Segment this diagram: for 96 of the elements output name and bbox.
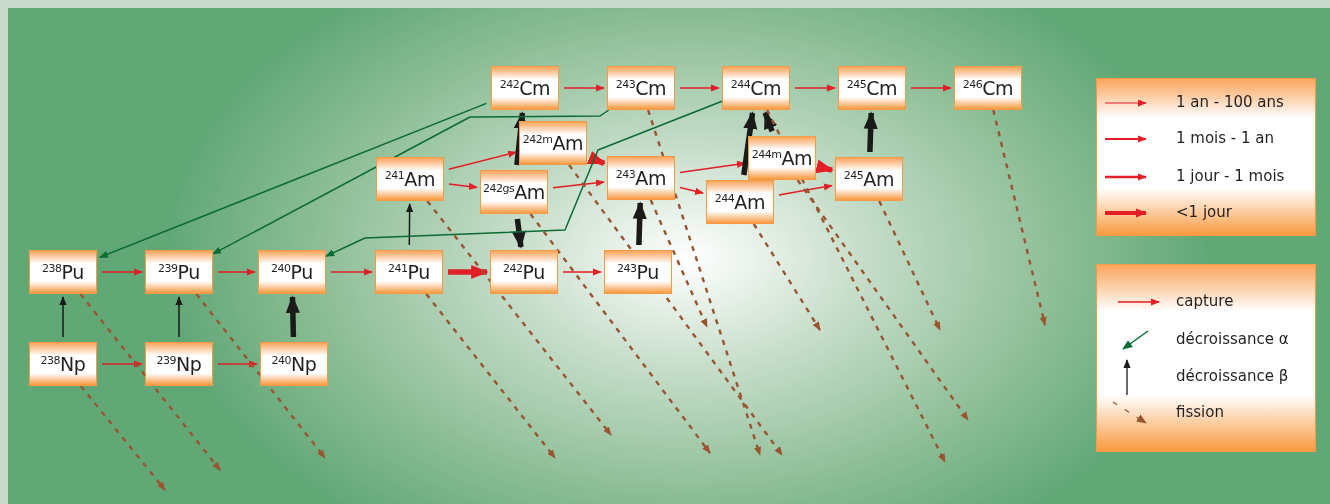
nuclide-label: $^{238}$Pu: [41, 261, 85, 283]
arrow: [562, 268, 602, 276]
nuclide-box: [607, 156, 675, 200]
arrow: [511, 218, 526, 249]
nuclide-label: $^{240}$Pu: [270, 261, 314, 283]
arrow: [529, 213, 711, 454]
arrow: [513, 111, 528, 166]
arrow: [448, 182, 478, 190]
nuclide-box: [29, 250, 97, 294]
nuclide-label: $^{242gs}$Am: [482, 181, 546, 203]
arrow: [79, 385, 166, 491]
legend-label: <1 jour: [1176, 203, 1232, 221]
nuclide-box: [145, 342, 213, 386]
nuclide-box: [480, 170, 548, 214]
arrow: [586, 151, 606, 166]
nuclide-box: [376, 157, 444, 201]
arrow: [101, 360, 143, 368]
arrow: [552, 179, 605, 189]
nuclide-label: $^{243}$Pu: [616, 261, 660, 283]
arrow: [632, 201, 647, 246]
arrow: [568, 164, 783, 456]
nuclide-box: [838, 66, 906, 110]
nuclide-label: $^{244m}$Am: [751, 147, 813, 169]
arrow: [448, 150, 517, 170]
legend-label: 1 jour - 1 mois: [1176, 167, 1285, 185]
nuclide-label: $^{245}$Cm: [846, 77, 898, 99]
arrow: [79, 293, 221, 471]
nuclide-label: $^{242}$Pu: [502, 261, 546, 283]
nuclide-box: [491, 66, 559, 110]
arrow: [646, 109, 762, 456]
nuclide-label: $^{242}$Cm: [499, 77, 551, 99]
nuclide-label: $^{238}$Np: [40, 353, 86, 375]
arrow: [766, 109, 947, 463]
nuclide-label: $^{245}$Am: [843, 168, 895, 190]
nuclide-label: $^{244}$Am: [714, 191, 766, 213]
legend-label: décroissance β: [1176, 367, 1289, 385]
nuclide-label: $^{241}$Am: [384, 168, 436, 190]
arrow: [563, 84, 605, 92]
nuclide-box: [490, 250, 558, 294]
arrow: [778, 183, 833, 196]
nuclide-box: [722, 66, 790, 110]
nuclide-box: [258, 250, 326, 294]
nuclide-label: $^{244}$Cm: [730, 77, 782, 99]
arrow: [285, 295, 300, 338]
nuclide-box: [29, 342, 97, 386]
arrow: [217, 268, 256, 276]
arrow: [425, 293, 556, 459]
arrow: [217, 360, 258, 368]
arrow: [679, 160, 746, 174]
nuclide-box: [604, 250, 672, 294]
arrow: [195, 293, 326, 459]
arrow: [679, 84, 720, 92]
arrow: [679, 186, 704, 195]
arrow: [762, 111, 778, 133]
nuclide-box: [260, 342, 328, 386]
arrow: [330, 268, 373, 276]
nuclide-box: [519, 121, 587, 165]
arrow: [101, 268, 143, 276]
nuclide-label: $^{243}$Am: [615, 167, 667, 189]
nuclide-label: $^{243}$Cm: [615, 77, 667, 99]
arrow: [752, 223, 821, 331]
arrow: [794, 84, 836, 92]
arrow: [325, 100, 723, 257]
nuclide-box: [375, 250, 443, 294]
arrow: [863, 111, 878, 153]
arrow: [59, 296, 67, 338]
nuclide-box: [954, 66, 1022, 110]
arrow: [910, 84, 952, 92]
nuclide-box: [748, 136, 816, 180]
legend-label: capture: [1176, 292, 1234, 310]
nuclide-label: $^{246}$Cm: [962, 77, 1014, 99]
nuclide-label: $^{241}$Pu: [387, 261, 431, 283]
nuclide-box: [706, 180, 774, 224]
arrow: [796, 179, 969, 421]
legend-label: décroissance α: [1176, 330, 1289, 348]
arrow: [992, 109, 1047, 326]
nuclide-box: [145, 250, 213, 294]
legend-label: 1 mois - 1 an: [1176, 129, 1275, 147]
arrow: [98, 102, 488, 259]
nuclide-label: $^{242m}$Am: [522, 132, 584, 154]
arrow: [406, 203, 414, 246]
nuclide-box: [835, 157, 903, 201]
nuclide-box: [607, 66, 675, 110]
arrow: [426, 200, 612, 436]
arrow: [815, 159, 834, 174]
arrow: [649, 199, 709, 328]
nuclide-label: $^{240}$Np: [271, 353, 317, 375]
arrow: [878, 200, 942, 331]
arrow: [741, 111, 758, 176]
nuclide-label: $^{239}$Pu: [157, 261, 201, 283]
nuclide-label: $^{239}$Np: [156, 353, 202, 375]
arrow: [448, 264, 489, 280]
arrow: [175, 296, 183, 338]
legend-label: fission: [1176, 403, 1224, 421]
arrow: [212, 109, 610, 255]
legend-label: 1 an - 100 ans: [1176, 93, 1284, 111]
